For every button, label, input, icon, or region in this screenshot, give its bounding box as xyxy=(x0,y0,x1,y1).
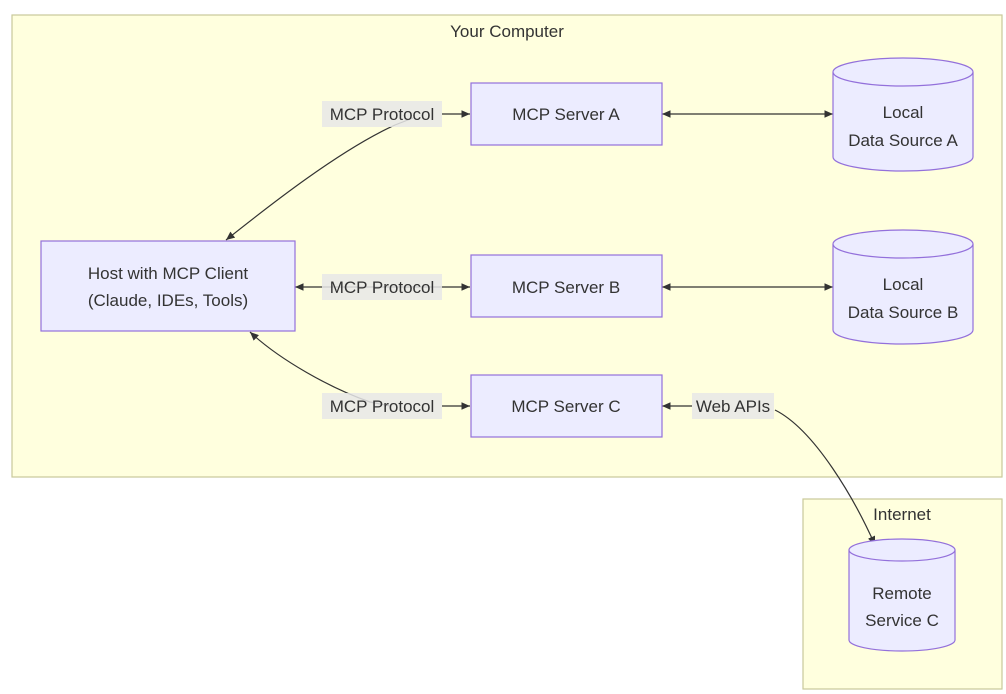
edge-label-host-server-a: MCP Protocol xyxy=(330,105,435,124)
cluster-internet: Internet xyxy=(802,498,1003,690)
node-local-data-source-a: Local Data Source A xyxy=(832,57,974,172)
node-remote-c-line2: Service C xyxy=(865,611,939,630)
node-local-data-source-b: Local Data Source B xyxy=(832,229,974,345)
node-remote-c-line1: Remote xyxy=(872,584,932,603)
cylinder-b-body xyxy=(832,244,974,345)
node-server-b-label: MCP Server B xyxy=(512,278,620,297)
node-local-a-line1: Local xyxy=(883,103,924,122)
edge-label-host-server-c: MCP Protocol xyxy=(330,397,435,416)
node-host-line2: (Claude, IDEs, Tools) xyxy=(88,291,248,310)
node-mcp-server-c: MCP Server C xyxy=(470,374,663,438)
node-mcp-server-b: MCP Server B xyxy=(470,254,663,318)
edge-labels: MCP Protocol MCP Protocol MCP Protocol W… xyxy=(322,101,774,419)
node-host-line1: Host with MCP Client xyxy=(88,264,249,283)
cylinder-c-top xyxy=(848,538,956,562)
node-server-a-label: MCP Server A xyxy=(512,105,620,124)
node-local-b-line1: Local xyxy=(883,275,924,294)
node-host-mcp-client: Host with MCP Client (Claude, IDEs, Tool… xyxy=(40,240,296,332)
node-server-c-label: MCP Server C xyxy=(511,397,620,416)
node-local-b-line2: Data Source B xyxy=(848,303,959,322)
node-mcp-server-a: MCP Server A xyxy=(470,82,663,146)
edge-label-host-server-b: MCP Protocol xyxy=(330,278,435,297)
cylinder-a-top xyxy=(832,57,974,87)
cylinder-c-body xyxy=(848,550,956,652)
node-remote-service-c: Remote Service C xyxy=(848,538,956,652)
cylinder-a-body xyxy=(832,72,974,172)
edge-host-server-a xyxy=(225,117,414,241)
cluster-your-computer-title: Your Computer xyxy=(450,22,564,41)
edge-server-c-remote xyxy=(774,409,876,546)
cluster-internet-title: Internet xyxy=(873,505,931,524)
cylinder-b-top xyxy=(832,229,974,259)
node-local-a-line2: Data Source A xyxy=(848,131,958,150)
edge-label-web-apis: Web APIs xyxy=(696,397,770,416)
